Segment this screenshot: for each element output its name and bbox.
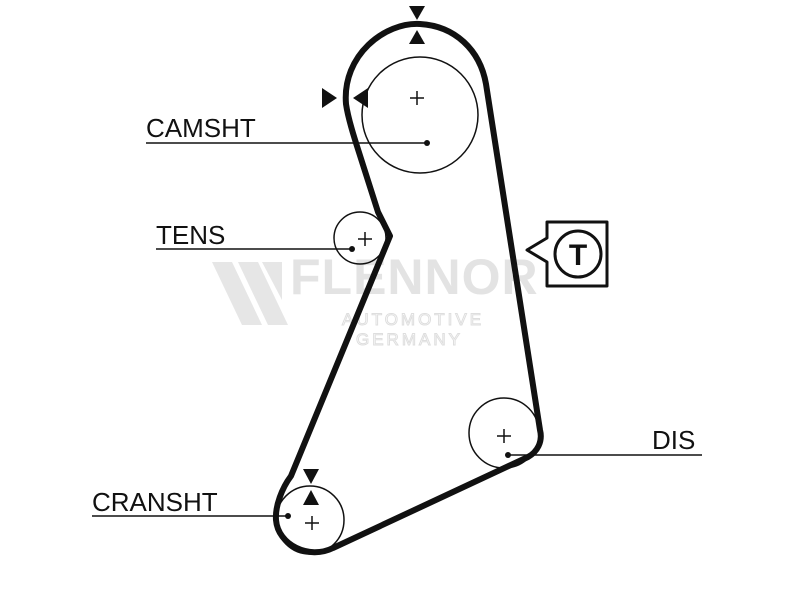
camshaft-top-mark-icon (409, 6, 425, 20)
distributor-label: DIS (652, 425, 695, 455)
camshaft-leader-dot (424, 140, 430, 146)
watermark-line2: GERMANY (356, 330, 463, 349)
tensioner-leader-dot (349, 246, 355, 252)
tool-badge-letter: T (569, 239, 587, 272)
watermark-line1: AUTOMOTIVE (342, 310, 484, 329)
crankshaft-label: CRANSHT (92, 487, 218, 517)
watermark: FLENNOR AUTOMOTIVE GERMANY (212, 249, 581, 350)
watermark-logo-mark (212, 262, 288, 325)
crankshaft-center-icon (305, 516, 319, 530)
tensioner-center-icon (358, 232, 372, 246)
camshaft-pulley (361, 56, 479, 174)
camshaft-center-icon (410, 91, 424, 105)
center-marks (305, 91, 511, 530)
crankshaft-leader-dot (285, 513, 291, 519)
distributor-leader-dot (505, 452, 511, 458)
tension-tool-badge: T (525, 220, 609, 288)
tensioner-label: TENS (156, 220, 225, 250)
camshaft-side-mark-icon (322, 88, 337, 108)
camshaft-top-mark-lower-icon (409, 30, 425, 44)
timing-marks (303, 6, 425, 505)
distributor-center-icon (497, 429, 511, 443)
camshaft-label: CAMSHT (146, 113, 256, 143)
timing-belt (272, 20, 544, 556)
camshaft-side-mark-right-icon (353, 88, 368, 108)
leader-lines (92, 142, 702, 517)
crankshaft-mark-icon (303, 469, 319, 484)
tool-badge-circle-icon (553, 229, 603, 279)
watermark-brand: FLENNOR (290, 249, 539, 305)
crankshaft-mark-lower-icon (303, 490, 319, 505)
